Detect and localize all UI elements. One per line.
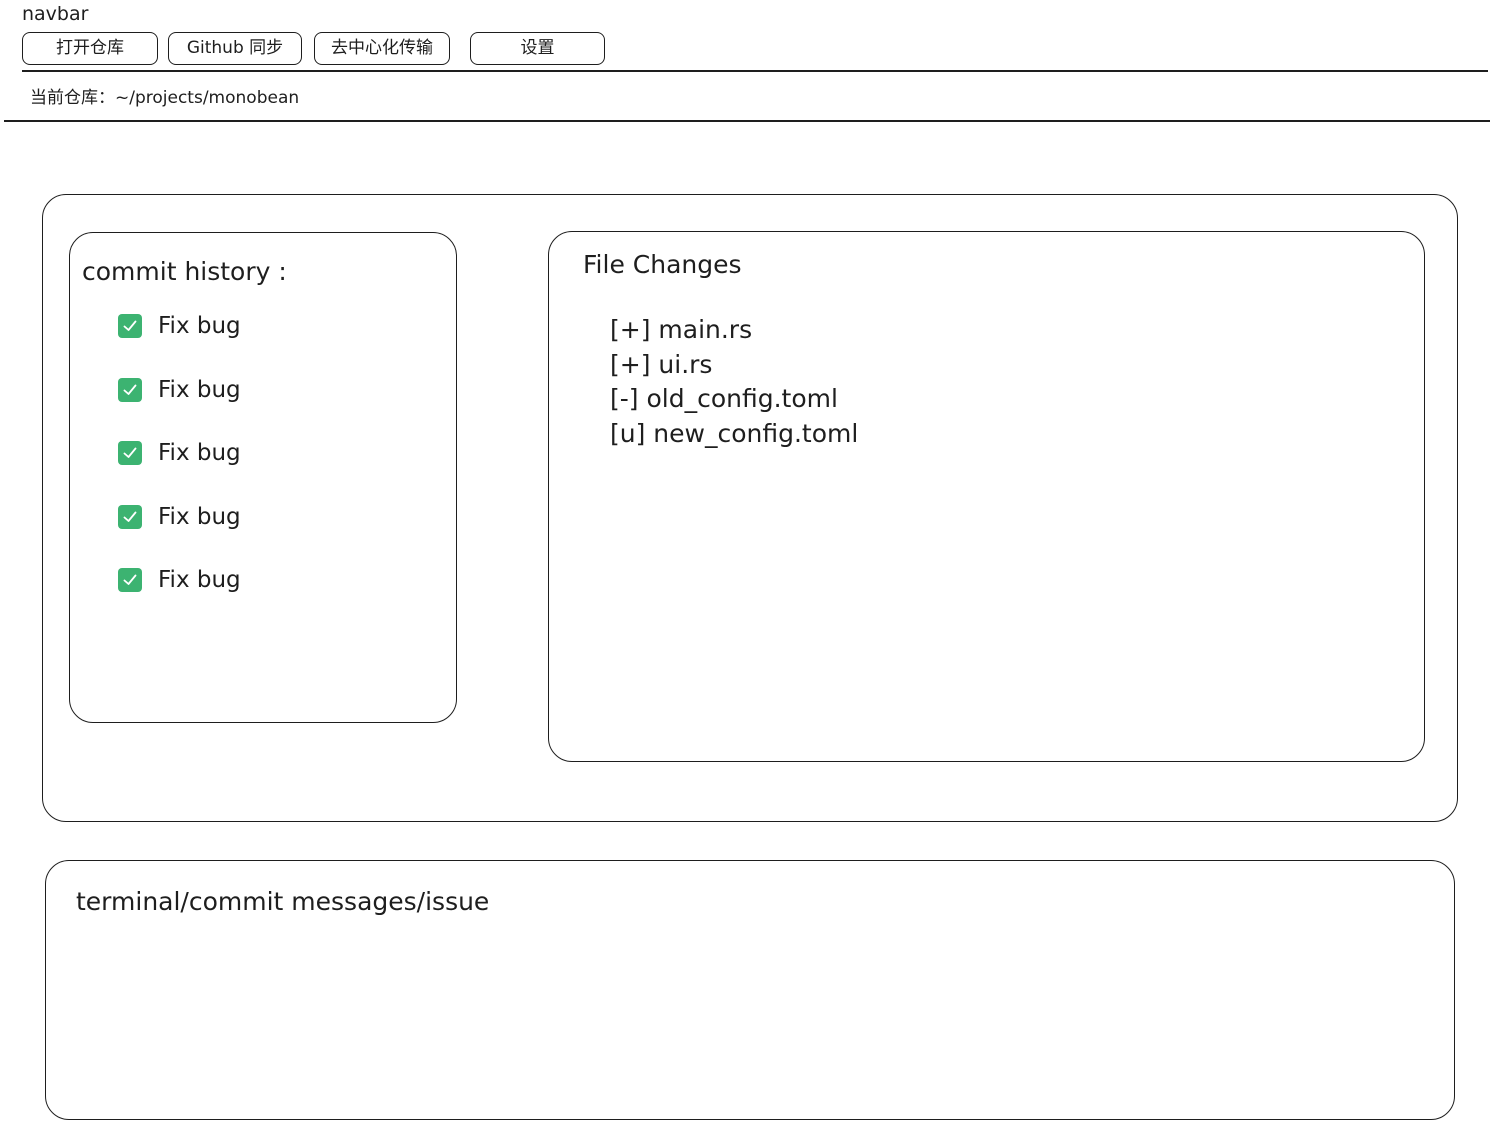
checkbox-checked-icon[interactable]	[118, 378, 142, 402]
file-change-item[interactable]: [+] main.rs	[610, 315, 753, 344]
commit-label: Fix bug	[158, 377, 241, 403]
file-changes-title: File Changes	[583, 250, 742, 279]
navbar-title: navbar	[22, 3, 89, 25]
main-container: commit history : Fix bug Fix bug Fix bug	[42, 194, 1458, 822]
commit-item[interactable]: Fix bug	[118, 566, 241, 594]
current-repo-path: 当前仓库：~/projects/monobean	[30, 88, 300, 108]
commit-history-panel: commit history : Fix bug Fix bug Fix bug	[69, 232, 457, 723]
commit-label: Fix bug	[158, 504, 241, 530]
commit-item[interactable]: Fix bug	[118, 376, 241, 404]
terminal-title: terminal/commit messages/issue	[76, 887, 490, 916]
github-sync-button[interactable]: Github 同步	[168, 32, 302, 65]
navbar-divider	[22, 70, 1488, 72]
commit-label: Fix bug	[158, 567, 241, 593]
commit-label: Fix bug	[158, 440, 241, 466]
commit-item[interactable]: Fix bug	[118, 312, 241, 340]
checkbox-checked-icon[interactable]	[118, 568, 142, 592]
commit-item[interactable]: Fix bug	[118, 439, 241, 467]
checkbox-checked-icon[interactable]	[118, 505, 142, 529]
file-change-item[interactable]: [u] new_config.toml	[610, 419, 859, 448]
commit-item[interactable]: Fix bug	[118, 503, 241, 531]
file-change-item[interactable]: [-] old_config.toml	[610, 384, 838, 413]
open-repo-button[interactable]: 打开仓库	[22, 32, 158, 65]
settings-button[interactable]: 设置	[470, 32, 605, 65]
file-change-item[interactable]: [+] ui.rs	[610, 350, 713, 379]
repo-divider	[4, 120, 1490, 122]
checkbox-checked-icon[interactable]	[118, 441, 142, 465]
commit-label: Fix bug	[158, 313, 241, 339]
decentralized-transfer-button[interactable]: 去中心化传输	[314, 32, 450, 65]
commit-history-title: commit history :	[82, 257, 287, 286]
checkbox-checked-icon[interactable]	[118, 314, 142, 338]
file-changes-panel: File Changes [+] main.rs [+] ui.rs [-] o…	[548, 231, 1425, 762]
terminal-panel[interactable]: terminal/commit messages/issue	[45, 860, 1455, 1120]
